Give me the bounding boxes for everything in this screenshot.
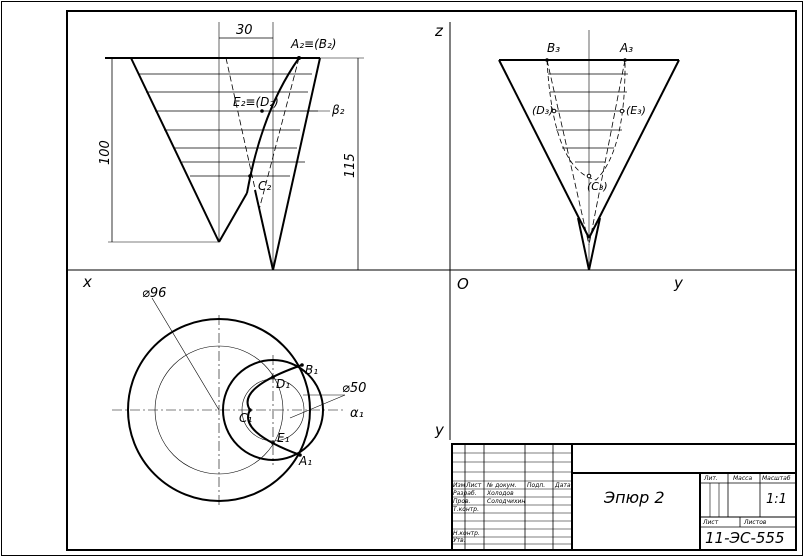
label-100: 100: [98, 140, 113, 165]
axis-label-o: O: [457, 275, 469, 293]
axis-label-y-bottom: y: [434, 421, 445, 439]
tb-role-1: Пров.: [453, 498, 471, 505]
tb-massa: Масса: [733, 475, 752, 482]
label-a1: A₁: [298, 454, 312, 468]
tb-lit: Лит.: [703, 475, 718, 482]
tb-role-4: Н.контр.: [453, 530, 480, 537]
tb-sheets: Листов: [743, 519, 767, 526]
top-view: [112, 297, 346, 505]
title-block: [451, 443, 797, 551]
label-d1: D₁: [276, 377, 290, 391]
tb-header-ndoc: № докум.: [486, 482, 517, 489]
label-115: 115: [343, 153, 358, 178]
label-dia50: ⌀50: [342, 381, 366, 396]
tb-masshtab: Масштаб: [762, 475, 791, 482]
axis-label-y-front: y: [673, 274, 684, 292]
label-c2: C₂: [258, 179, 271, 193]
tb-name-1: Солодчихин: [487, 498, 525, 505]
label-d3: (D₃): [532, 104, 553, 117]
tb-role-5: Утв.: [453, 537, 466, 544]
axis-label-z: z: [434, 22, 444, 40]
label-e1: E₁: [277, 431, 290, 445]
axis-label-x: x: [82, 273, 92, 291]
label-dia96: ⌀96: [142, 286, 166, 301]
side-view: [498, 30, 680, 271]
tb-header-list: Лист: [465, 482, 482, 489]
tb-header-data: Дата: [554, 482, 571, 489]
label-30: 30: [236, 23, 253, 38]
label-a2-b2: A₂≡(B₂): [290, 37, 336, 51]
tb-header-podp: Подп.: [527, 482, 545, 489]
label-alpha1: α₁: [350, 406, 364, 421]
label-b3: B₃: [547, 41, 560, 55]
tb-sheet: Лист: [702, 519, 719, 526]
label-e3: (E₃): [626, 104, 646, 117]
tb-role-0: Разраб.: [453, 490, 477, 497]
inner-frame: [66, 10, 797, 551]
label-b1: B₁: [305, 363, 318, 377]
label-beta2: β₂: [331, 103, 345, 117]
tb-code: 11-ЭС-555: [705, 529, 785, 547]
tb-title: Эпюр 2: [603, 488, 665, 507]
front-view: [105, 22, 364, 271]
tb-header-izm: Изм: [453, 482, 466, 489]
label-c3: (C₃): [587, 180, 608, 193]
label-c1: C₁: [239, 411, 252, 425]
tb-role-2: Т.контр.: [453, 506, 479, 513]
tb-scale: 1:1: [766, 492, 787, 507]
label-e2-d2: E₂≡(D₂): [233, 95, 279, 109]
tb-name-0: Холодов: [486, 490, 514, 497]
label-a3: A₃: [619, 41, 633, 55]
